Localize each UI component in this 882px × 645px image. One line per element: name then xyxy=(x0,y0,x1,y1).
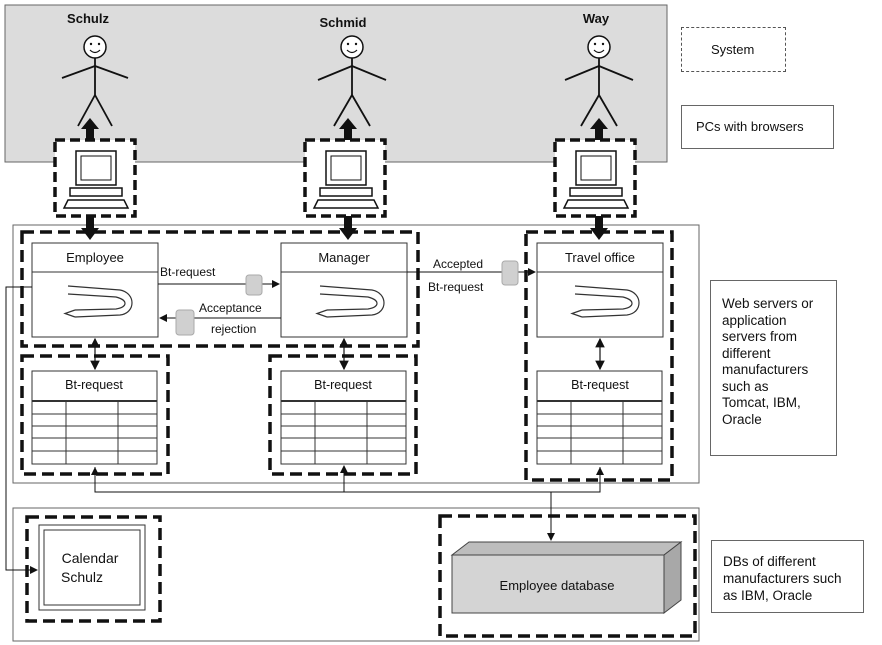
message-envelope-icon xyxy=(502,261,518,285)
legend-databases: DBs of different manufacturers such as I… xyxy=(711,540,864,613)
legend-system: System xyxy=(681,27,786,72)
employee-database-label: Employee database xyxy=(500,578,615,593)
smiley-icon xyxy=(84,36,106,58)
svg-text:Accepted: Accepted xyxy=(433,257,483,271)
employee-database: Employee database xyxy=(440,516,695,636)
table-bt-request-right: Bt-request xyxy=(537,371,662,464)
table-bt-request-middle: Bt-request xyxy=(281,371,406,464)
svg-text:Bt-request: Bt-request xyxy=(160,265,216,279)
smiley-icon xyxy=(341,36,363,58)
pc-schulz xyxy=(55,140,135,216)
message-envelope-icon xyxy=(176,310,194,335)
user-name-way: Way xyxy=(583,11,610,26)
svg-text:Calendar: Calendar xyxy=(62,550,119,566)
message-bt-request: Bt-request xyxy=(158,265,279,295)
svg-text:Bt-request: Bt-request xyxy=(428,280,484,294)
table-title: Bt-request xyxy=(571,378,629,392)
pc-schmid xyxy=(305,140,385,216)
pc-way xyxy=(555,140,635,216)
legend-web-servers: Web servers or application servers from … xyxy=(710,280,837,456)
app-title-manager: Manager xyxy=(318,250,370,265)
svg-text:rejection: rejection xyxy=(211,322,256,336)
message-envelope-icon xyxy=(246,275,262,295)
app-travel-office: Travel office xyxy=(537,243,663,337)
user-name-schulz: Schulz xyxy=(67,11,109,26)
app-title-travel-office: Travel office xyxy=(565,250,635,265)
pc-app-arrows xyxy=(81,216,608,240)
smiley-icon xyxy=(588,36,610,58)
user-name-schmid: Schmid xyxy=(320,15,367,30)
table-title: Bt-request xyxy=(65,378,123,392)
calendar-schulz-db: Calendar Schulz xyxy=(27,517,160,621)
legend-pcs: PCs with browsers xyxy=(681,105,834,149)
svg-text:Acceptance: Acceptance xyxy=(199,301,262,315)
app-employee: Employee xyxy=(32,243,158,337)
legend-system-text: System xyxy=(711,42,754,57)
app-title-employee: Employee xyxy=(66,250,124,265)
message-accepted-bt-request: Accepted Bt-request xyxy=(407,257,535,294)
table-bt-request-left: Bt-request xyxy=(32,371,157,464)
app-manager: Manager xyxy=(281,243,407,337)
table-title: Bt-request xyxy=(314,378,372,392)
legend-pcs-text: PCs with browsers xyxy=(696,119,804,134)
message-acceptance-rejection: Acceptance rejection xyxy=(160,301,281,336)
svg-text:Schulz: Schulz xyxy=(61,569,103,585)
